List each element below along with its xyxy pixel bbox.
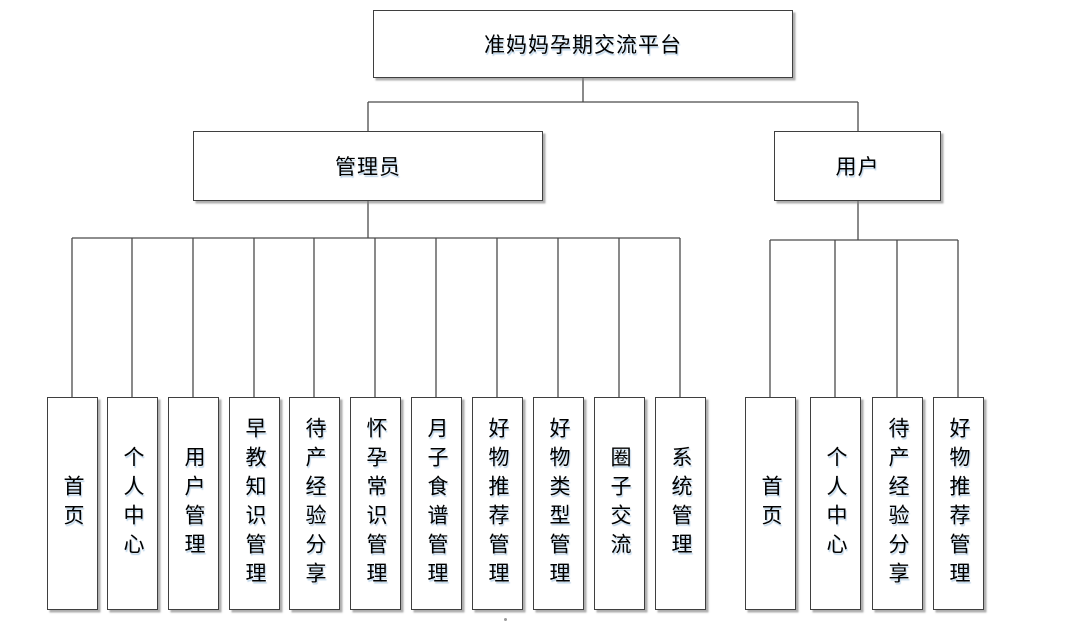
node-admin: 管理员 (193, 131, 543, 201)
node-admin-product-recommendation-management: 好物推荐管理 (472, 397, 523, 610)
stray-dot (504, 618, 507, 621)
node-admin-early-education-knowledge-management: 早教知识管理 (229, 397, 280, 610)
node-user-personal-center: 个人中心 (810, 397, 861, 610)
node-admin-personal-center: 个人中心 (107, 397, 158, 610)
node-admin-circle-communication: 圈子交流 (594, 397, 645, 610)
node-admin-home: 首页 (47, 397, 98, 610)
node-admin-user-management: 用户管理 (168, 397, 219, 610)
node-user-product-recommendation-management: 好物推荐管理 (933, 397, 984, 610)
node-platform-root: 准妈妈孕期交流平台 (373, 10, 793, 78)
node-admin-system-management: 系统管理 (655, 397, 706, 610)
node-user-prenatal-experience-sharing: 待产经验分享 (872, 397, 923, 610)
node-user-home: 首页 (745, 397, 796, 610)
node-admin-postpartum-recipe-management: 月子食谱管理 (411, 397, 462, 610)
node-admin-prenatal-experience-sharing: 待产经验分享 (289, 397, 340, 610)
node-user: 用户 (774, 131, 941, 201)
node-admin-pregnancy-knowledge-management: 怀孕常识管理 (350, 397, 401, 610)
node-admin-product-type-management: 好物类型管理 (533, 397, 584, 610)
